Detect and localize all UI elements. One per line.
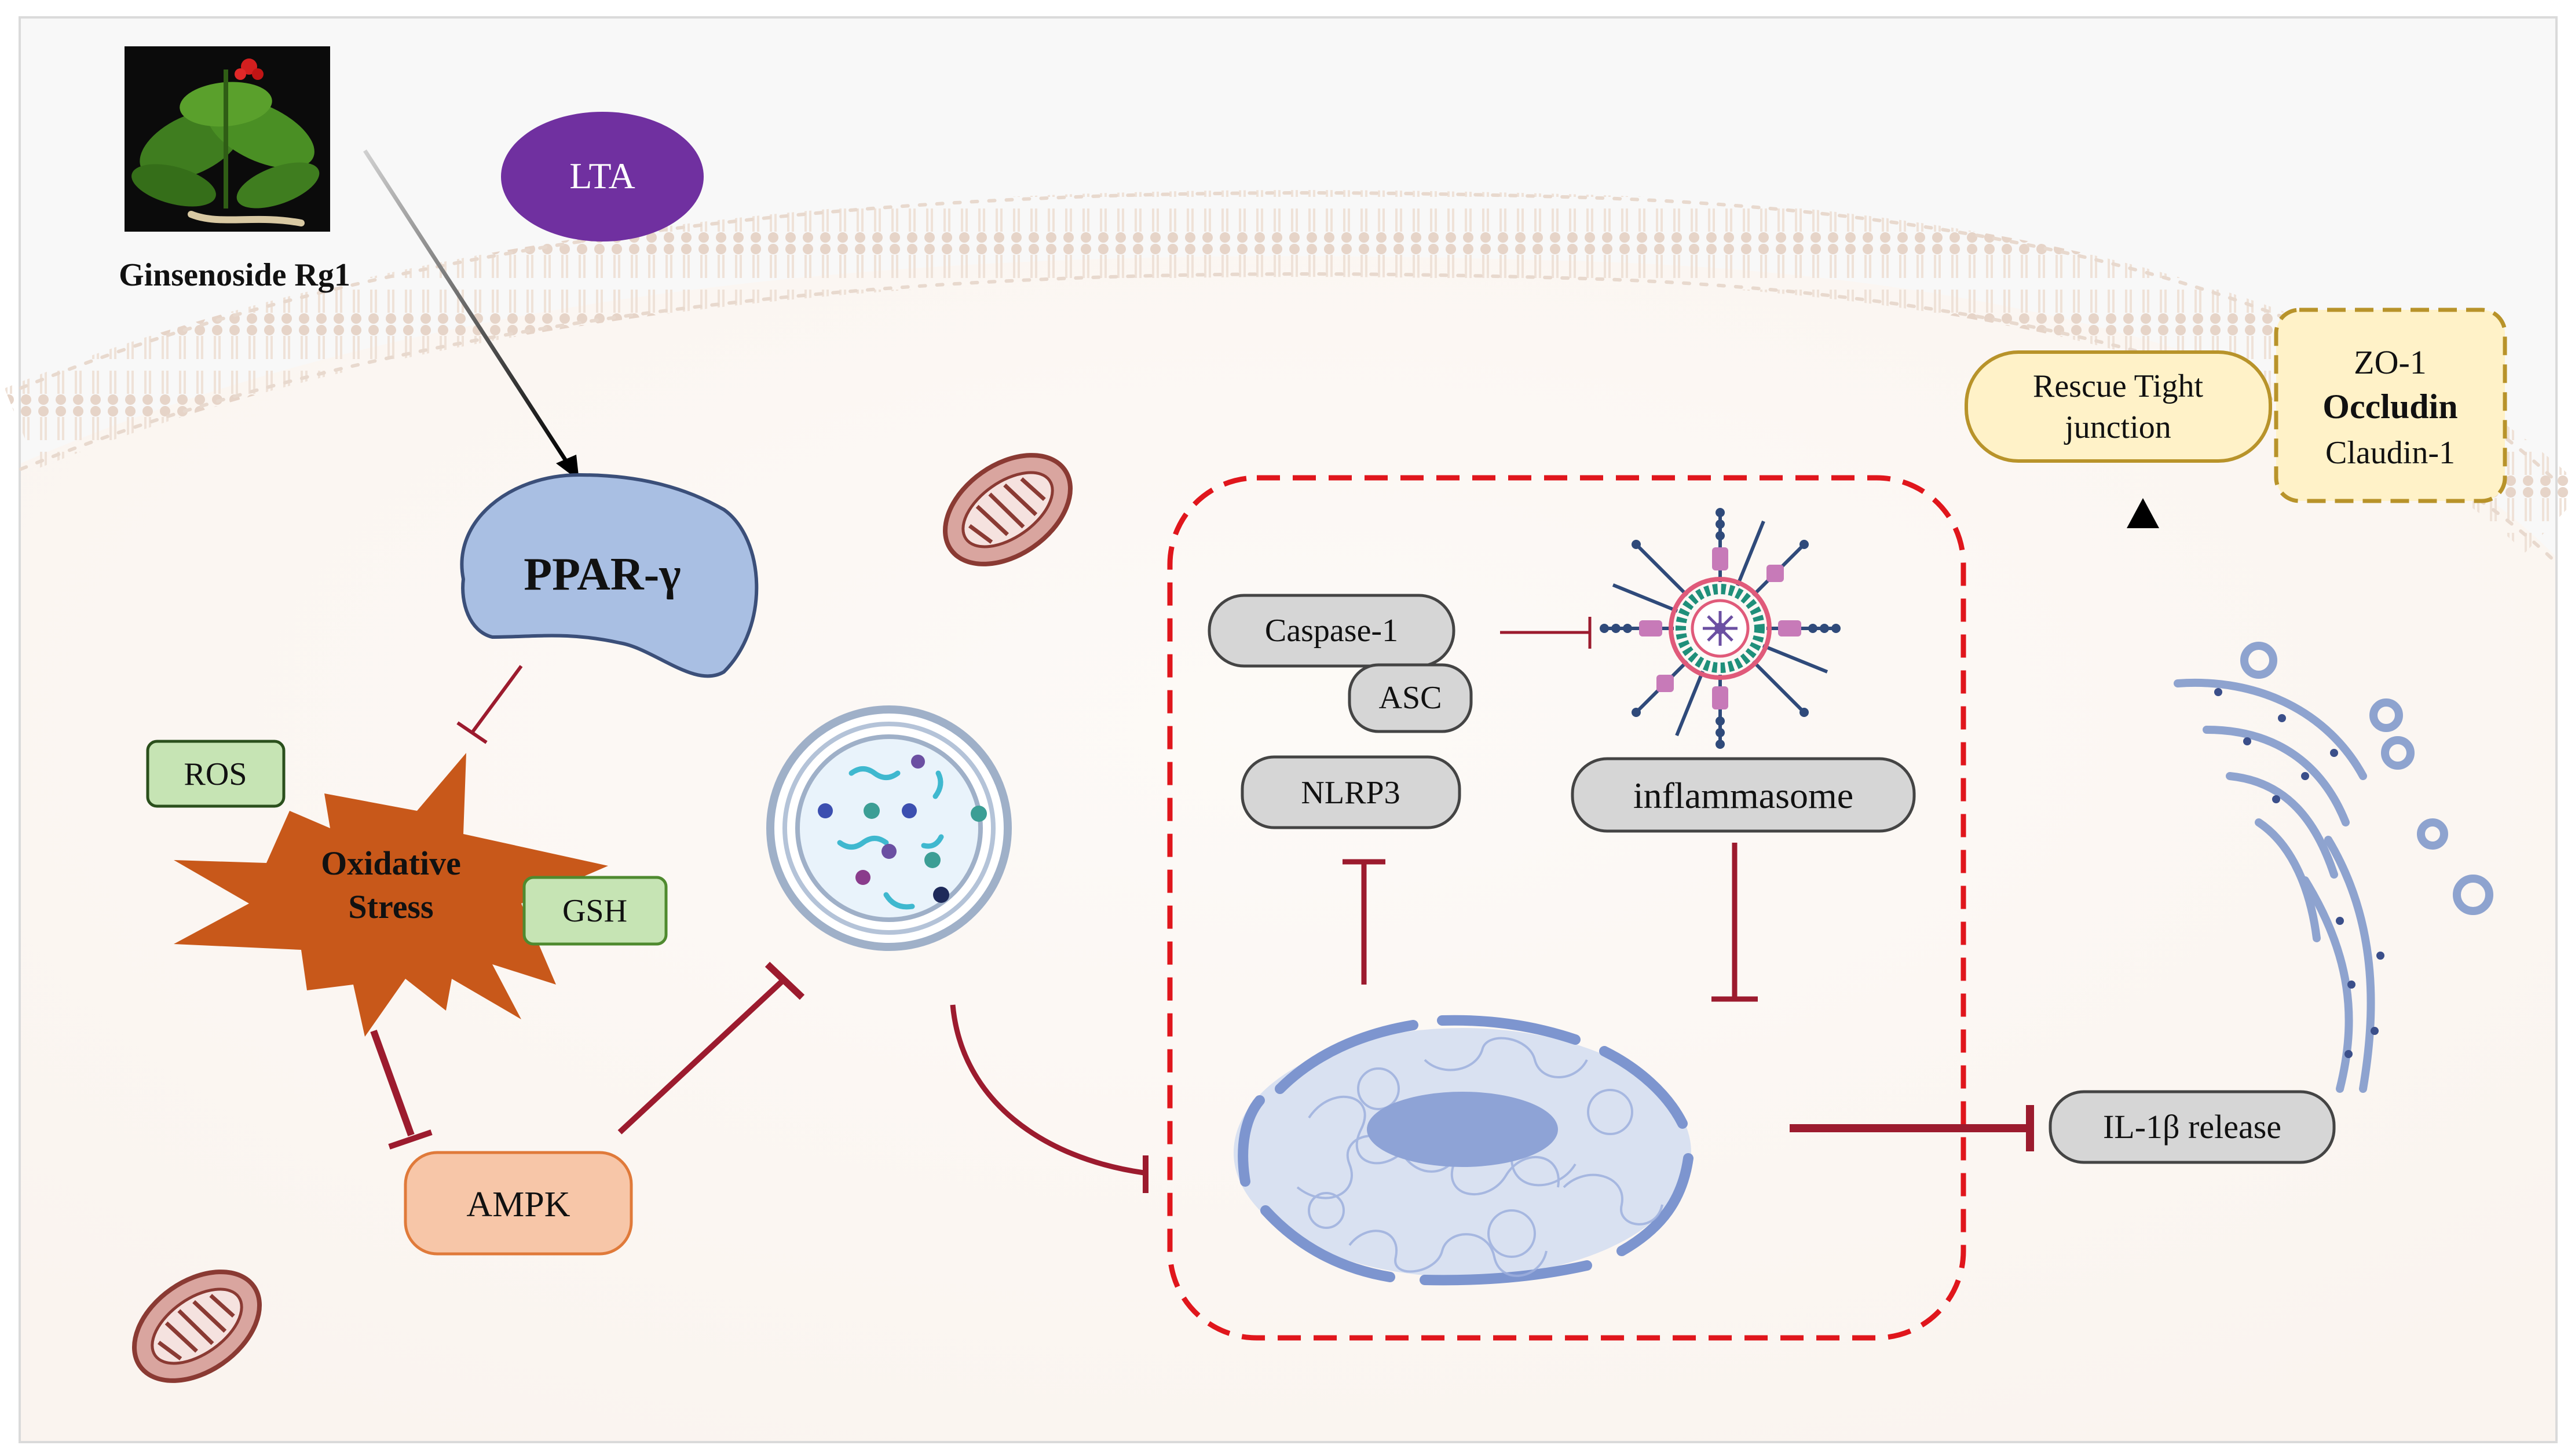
gsh-box	[522, 876, 668, 946]
ampk-label: AMPK	[466, 1185, 570, 1224]
mitochondrion-upper	[942, 453, 1073, 566]
il1b-box	[2049, 1090, 2336, 1164]
rescue-label-line2: junction	[2064, 409, 2171, 445]
ginseng-plant-image	[125, 46, 330, 232]
tight-junction-arrowhead	[2127, 498, 2159, 528]
ampk-box	[404, 1151, 633, 1256]
nucleus	[1234, 1015, 1693, 1286]
ppar-shape	[460, 473, 759, 678]
asc-box	[1348, 663, 1473, 733]
oxidative-stress-star	[174, 753, 608, 1037]
vesicle	[766, 705, 1012, 951]
lta-label: LTA	[569, 155, 635, 196]
ros-label: ROS	[184, 756, 247, 792]
ginsenoside-to-ppar-arrow	[363, 149, 569, 464]
asc-label: ASC	[1379, 680, 1442, 716]
lta-ellipse	[501, 112, 704, 242]
rescue-tight-junction-box	[1965, 350, 2272, 463]
oxidative-label-line1: Oxidative	[321, 844, 461, 882]
stress-to-ampk-inhibit-bar	[388, 1129, 433, 1150]
ribosome-dots	[2214, 688, 2384, 1058]
ros-box	[146, 740, 286, 808]
caspase-box	[1208, 594, 1455, 668]
tight-junction-proteins-box	[2274, 308, 2507, 503]
inflammasome-region-dashed-box	[1167, 475, 1966, 1341]
nlrp3-label: NLRP3	[1301, 775, 1400, 811]
ampk-to-vesicle-inhibit-bar	[765, 961, 805, 1000]
il1b-label: IL-1β release	[2103, 1108, 2281, 1146]
inflammasome-label: inflammasome	[1633, 775, 1853, 816]
occludin-label: Occludin	[2322, 387, 2457, 426]
zo1-label: ZO-1	[2354, 343, 2427, 381]
claudin-label: Claudin-1	[2325, 435, 2455, 471]
oxidative-label-line2: Stress	[348, 888, 433, 925]
ginsenoside-label: Ginsenoside Rg1	[119, 257, 350, 293]
ppar-label: PPAR-γ	[524, 549, 681, 600]
caspase-label: Caspase-1	[1265, 613, 1398, 649]
ampk-to-vesicle-inhibit-line	[617, 976, 787, 1135]
gsh-label: GSH	[562, 893, 627, 929]
stress-to-ampk-inhibit-line	[370, 1029, 415, 1137]
inflammasome-box	[1571, 757, 1916, 833]
mitochondrion-lower	[131, 1270, 262, 1383]
ppar-inhibit-bar	[456, 721, 488, 744]
nlrp3-box	[1241, 755, 1461, 829]
vesicle-to-complex-inhibit-curve	[950, 1004, 1144, 1176]
inflammasome-graphic	[1600, 508, 1841, 749]
golgi-apparatus	[2174, 642, 2493, 1093]
ppar-inhibit-line	[470, 665, 523, 734]
rescue-label-line1: Rescue Tight	[2033, 368, 2203, 404]
